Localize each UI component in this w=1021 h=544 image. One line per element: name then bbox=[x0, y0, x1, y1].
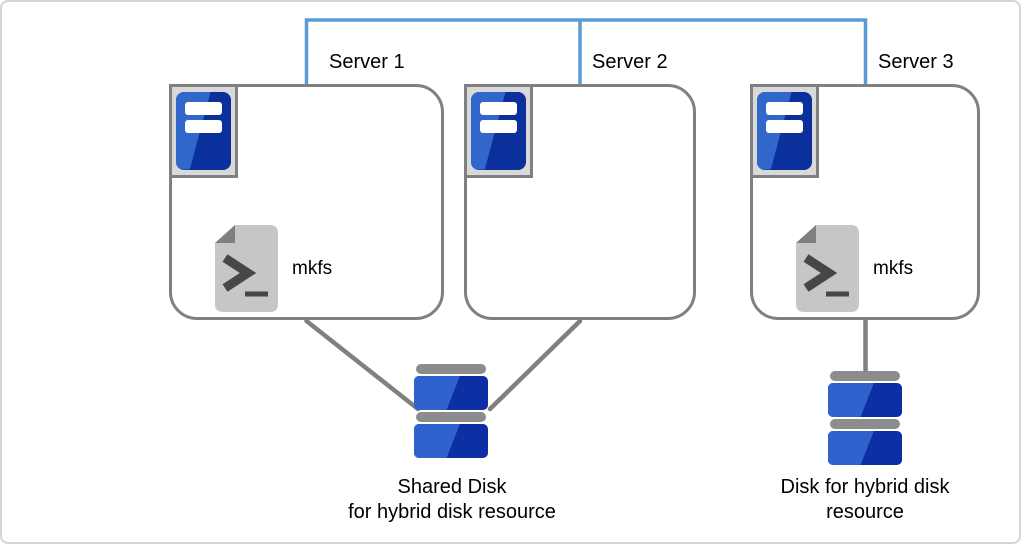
server1-shared-disk-connector bbox=[304, 318, 421, 412]
disk-cap bbox=[416, 412, 486, 422]
script-fold bbox=[215, 225, 235, 243]
server1-label: Server 1 bbox=[329, 51, 405, 73]
shell-script-icon bbox=[215, 225, 278, 312]
server-drive-bar bbox=[765, 101, 803, 115]
disk-body bbox=[414, 424, 488, 458]
disk-body bbox=[828, 431, 902, 465]
server-icon bbox=[749, 83, 819, 178]
shared-disk-caption-line1: Shared Disk bbox=[397, 476, 507, 498]
script-prompt-glyph bbox=[222, 254, 257, 292]
disk-body-shine bbox=[414, 424, 460, 458]
server-drive-bar bbox=[184, 101, 222, 115]
server-icon bbox=[463, 83, 533, 178]
hybrid-disk-icon bbox=[828, 371, 902, 467]
server-drive-bar bbox=[184, 119, 222, 133]
disk-body bbox=[414, 376, 488, 410]
disk-body-shine bbox=[828, 431, 874, 465]
server-drive-bar bbox=[765, 119, 803, 133]
shell-script-icon bbox=[796, 225, 859, 312]
shared-disk-caption: Shared Disk for hybrid disk resource bbox=[312, 475, 592, 525]
server3-label: Server 3 bbox=[878, 51, 954, 73]
disk-cap bbox=[416, 364, 486, 374]
disk-body-shine bbox=[828, 383, 874, 417]
server-panel bbox=[175, 91, 231, 170]
disk-body bbox=[828, 383, 902, 417]
server3-box: mkfs bbox=[749, 83, 980, 320]
script-fold bbox=[796, 225, 816, 243]
server-panel bbox=[756, 91, 812, 170]
server-drive-bar bbox=[479, 101, 517, 115]
mkfs-label: mkfs bbox=[873, 257, 914, 279]
shared-disk-icon bbox=[414, 364, 488, 460]
mkfs-label: mkfs bbox=[292, 257, 333, 279]
server-icon bbox=[168, 83, 238, 178]
disk-cap bbox=[830, 371, 900, 381]
server2-shared-disk-connector bbox=[487, 318, 583, 412]
server1-mkfs-command: mkfs bbox=[215, 225, 332, 312]
server1-box: mkfs bbox=[168, 83, 444, 320]
server2-box bbox=[463, 83, 696, 320]
server3-mkfs-command: mkfs bbox=[796, 225, 913, 312]
disk-body-shine bbox=[414, 376, 460, 410]
hybrid-disk-caption-line1: Disk for hybrid disk bbox=[780, 476, 950, 498]
script-prompt-glyph bbox=[803, 254, 838, 292]
disk-cap bbox=[830, 419, 900, 429]
server-panel bbox=[470, 91, 526, 170]
shared-disk-caption-line2: for hybrid disk resource bbox=[348, 501, 556, 523]
server2-label: Server 2 bbox=[592, 51, 668, 73]
hybrid-disk-caption: Disk for hybrid disk resource bbox=[745, 475, 985, 525]
server-drive-bar bbox=[479, 119, 517, 133]
hybrid-disk-caption-line2: resource bbox=[826, 501, 904, 523]
